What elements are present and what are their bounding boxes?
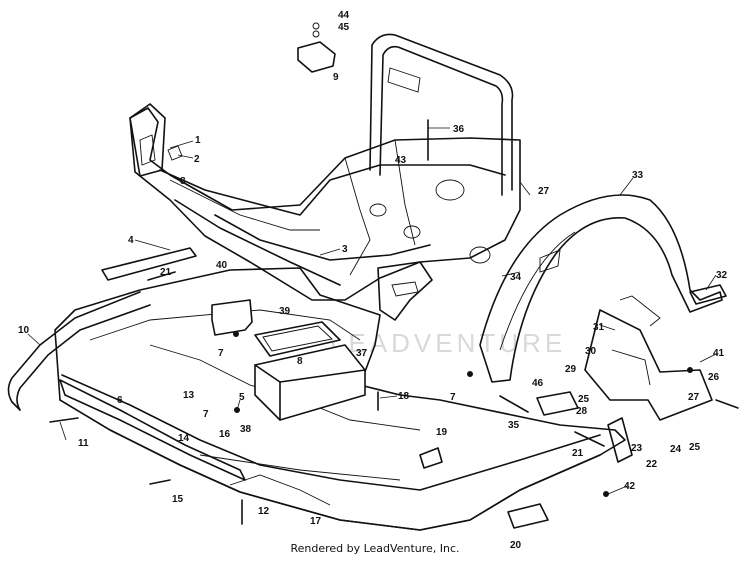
callout-17: 17 (310, 516, 322, 527)
callout-20: 20 (510, 540, 522, 551)
callout-10: 10 (18, 325, 30, 336)
callout-39: 39 (279, 306, 291, 317)
callout-28: 28 (576, 406, 588, 417)
callout-18: 18 (398, 391, 410, 402)
callout-14: 14 (178, 433, 190, 444)
floor-pan (7, 267, 626, 531)
callout-27a: 27 (538, 186, 550, 197)
callout-35: 35 (508, 420, 520, 431)
callout-30: 30 (585, 346, 597, 357)
callout-8a: 8 (180, 176, 186, 187)
callout-22: 22 (646, 459, 658, 470)
callout-29: 29 (565, 364, 577, 375)
callout-43: 43 (395, 155, 407, 166)
leader-lines (27, 127, 717, 495)
callout-3: 3 (342, 244, 348, 255)
callout-34: 34 (510, 272, 522, 283)
console-bracket (584, 295, 713, 421)
callout-27b: 27 (688, 392, 700, 403)
callout-19: 19 (436, 427, 448, 438)
callout-23: 23 (631, 443, 643, 454)
callout-44: 44 (338, 10, 350, 21)
callout-13: 13 (183, 390, 195, 401)
callout-37: 37 (356, 348, 368, 359)
callout-labels: 1 2 3 4 5 6 7 7 7 8 8 9 10 11 12 13 14 1… (18, 10, 728, 551)
callout-45: 45 (338, 22, 350, 33)
callout-40: 40 (216, 260, 228, 271)
callout-15: 15 (172, 494, 184, 505)
battery-box (211, 299, 366, 421)
callout-16: 16 (219, 429, 231, 440)
callout-26: 26 (708, 372, 720, 383)
callout-31: 31 (593, 322, 605, 333)
credit-text: Rendered by LeadVenture, Inc. (290, 542, 460, 555)
callout-38: 38 (240, 424, 252, 435)
callout-4: 4 (128, 235, 134, 246)
callout-24: 24 (670, 444, 682, 455)
callout-7c: 7 (450, 392, 456, 403)
callout-1: 1 (195, 135, 201, 146)
callout-46: 46 (532, 378, 544, 389)
callout-12: 12 (258, 506, 270, 517)
callout-7b: 7 (203, 409, 209, 420)
callout-5: 5 (239, 392, 245, 403)
callout-6: 6 (117, 395, 123, 406)
rear-fender (479, 194, 723, 383)
callout-36: 36 (453, 124, 465, 135)
callout-41: 41 (713, 348, 725, 359)
callout-32: 32 (716, 270, 728, 281)
callout-42: 42 (624, 481, 636, 492)
callout-33: 33 (632, 170, 644, 181)
watermark: LEADVENTURE (330, 328, 566, 358)
callout-9: 9 (333, 72, 339, 83)
callout-7a: 7 (218, 348, 224, 359)
callout-21a: 21 (160, 267, 172, 278)
callout-2: 2 (194, 154, 200, 165)
small-parts (49, 22, 739, 529)
callout-11: 11 (78, 438, 89, 449)
callout-8b: 8 (297, 356, 303, 367)
callout-21b: 21 (572, 448, 584, 459)
callout-25b: 25 (689, 442, 701, 453)
callout-25a: 25 (578, 394, 590, 405)
chassis-frame (129, 33, 521, 321)
